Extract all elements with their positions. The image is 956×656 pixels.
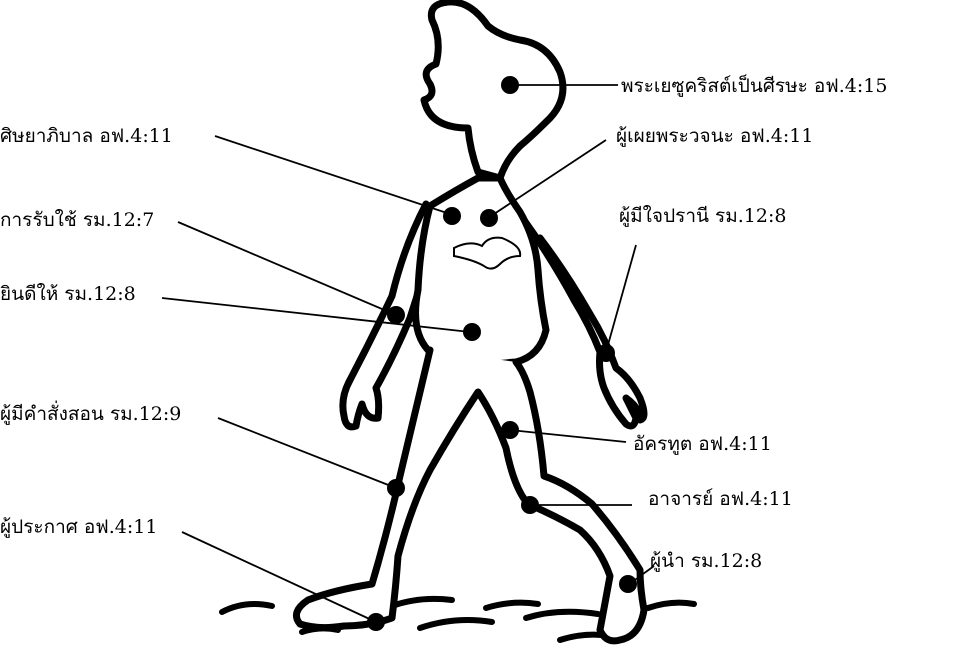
label-head: พระเยซูคริสต์เป็นศีรษะ อฟ.4:15 <box>621 73 887 97</box>
dot-pastor <box>443 207 461 225</box>
dot-serving <box>387 306 405 324</box>
label-giving: ยินดีให้ รม.12:8 <box>0 283 136 305</box>
label-leader: ผู้นำ รม.12:8 <box>650 550 762 572</box>
dot-teacher <box>521 496 539 514</box>
leader-lines <box>162 85 654 622</box>
label-serving: การรับใช้ รม.12:7 <box>0 209 154 231</box>
label-prophet: ผู้เผยพระวจนะ อฟ.4:11 <box>616 125 813 147</box>
label-teaching: ผู้มีคำสั่งสอน รม.12:9 <box>0 400 181 425</box>
dot-mercy <box>597 344 615 362</box>
torso-outline <box>416 178 546 369</box>
label-mercy: ผู้มีใจปรานี รม.12:8 <box>619 205 786 227</box>
label-apostle: อัครทูต อฟ.4:11 <box>633 433 772 455</box>
dot-prophet <box>480 209 498 227</box>
dot-evangelist <box>367 613 385 631</box>
dot-head <box>501 76 519 94</box>
label-teacher: อาจารย์ อฟ.4:11 <box>648 488 793 510</box>
label-evangelist: ผู้ประกาศ อฟ.4:11 <box>0 516 157 538</box>
dot-teaching <box>387 479 405 497</box>
dot-apostle <box>501 421 519 439</box>
person-figure <box>296 2 644 641</box>
label-pastor: ศิษยาภิบาล อฟ.4:11 <box>0 125 173 147</box>
dot-leader <box>619 575 637 593</box>
dot-giving <box>463 323 481 341</box>
head-outline <box>424 2 563 178</box>
